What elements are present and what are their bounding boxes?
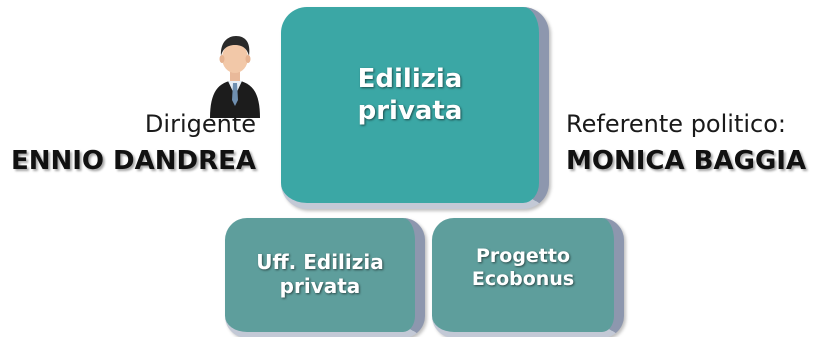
sub-unit-label: Progetto Ecobonus [472, 245, 574, 291]
sub-unit-label: Uff. Edilizia privata [256, 250, 384, 299]
sub-unit-label-line1: Progetto [475, 244, 571, 267]
main-unit-box: Edilizia privata [281, 7, 549, 209]
referente-role-label: Referente politico: [566, 110, 786, 138]
dirigente-role-label: Dirigente [144, 110, 256, 138]
sub-unit-label-line2: Ecobonus [471, 268, 575, 290]
dirigente-name: ENNIO DANDREA [10, 146, 256, 176]
main-unit-label: Edilizia privata [358, 64, 463, 127]
businessman-icon [206, 30, 264, 118]
sub-unit-box-ecobonus: Progetto Ecobonus [432, 218, 624, 337]
sub-unit-label-line2: privata [279, 274, 361, 298]
sub-unit-label-line1: Uff. Edilizia [256, 249, 384, 274]
referente-name: MONICA BAGGIA [566, 146, 807, 176]
sub-unit-box-edilizia: Uff. Edilizia privata [225, 218, 425, 337]
main-unit-label-line2: privata [357, 96, 463, 126]
main-unit-label-line1: Edilizia [357, 64, 463, 95]
